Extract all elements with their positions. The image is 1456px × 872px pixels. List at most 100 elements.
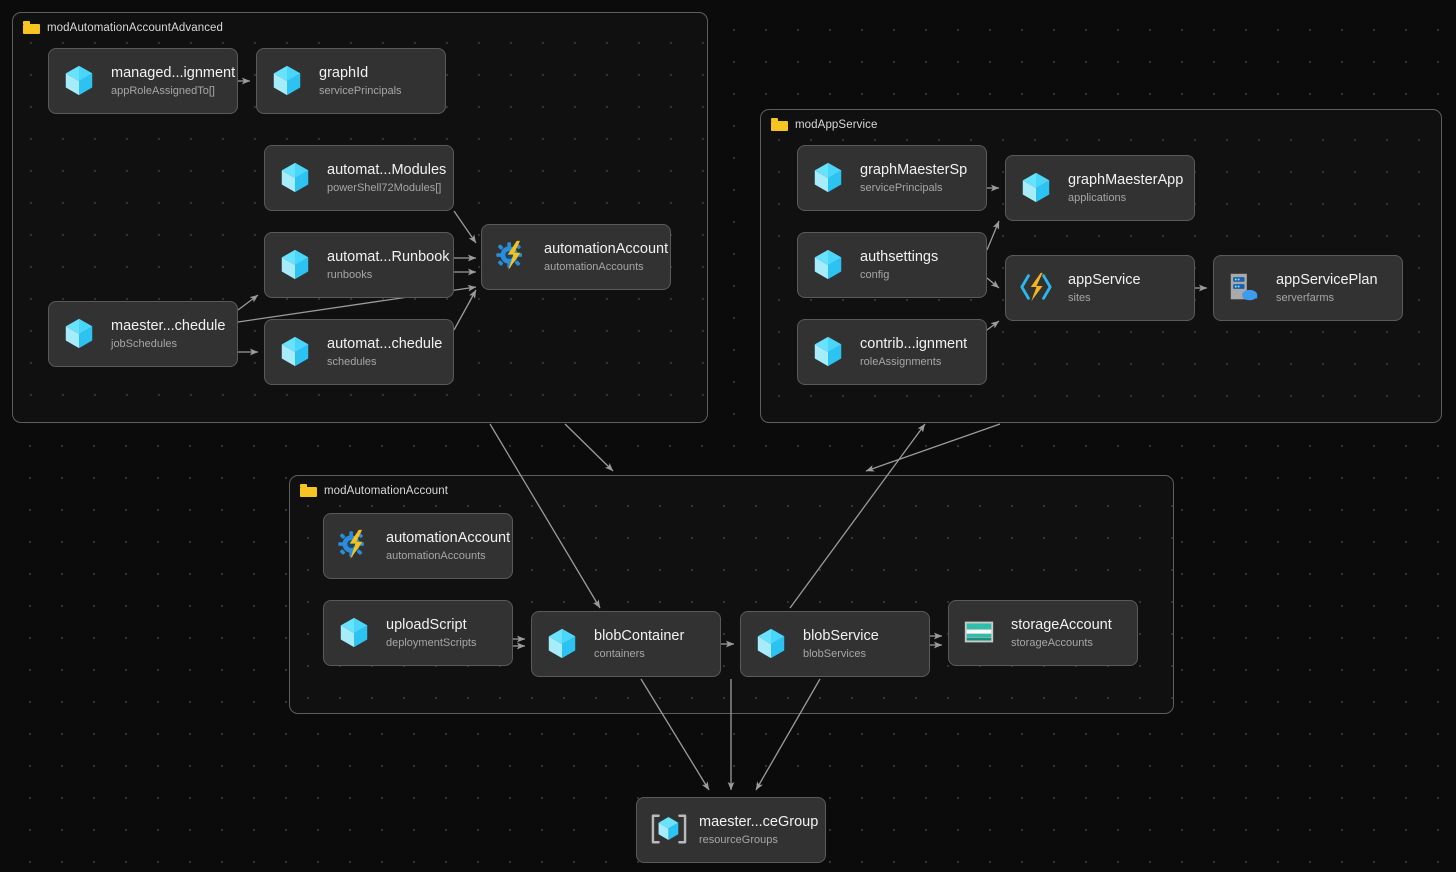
automation-account-icon bbox=[338, 529, 365, 560]
edge-modAppService-to-modAutomationAccount bbox=[865, 423, 1001, 472]
cube-icon bbox=[281, 336, 309, 367]
cube-icon bbox=[278, 247, 314, 283]
node-managedIdentityRoleAssignment[interactable]: managed...ignment appRoleAssignedTo[] bbox=[48, 48, 238, 114]
cube-icon bbox=[1022, 172, 1050, 203]
cube-icon bbox=[340, 617, 368, 648]
node-appServicePlan[interactable]: appServicePlan serverfarms bbox=[1213, 255, 1403, 321]
node-title: maester...chedule bbox=[111, 317, 226, 334]
node-title: maester...ceGroup bbox=[699, 813, 819, 830]
node-automationAccountAdv[interactable]: automationAccount automationAccounts bbox=[481, 224, 671, 290]
cube-icon bbox=[62, 63, 98, 99]
node-subtitle: applications bbox=[1068, 191, 1127, 204]
node-title: storageAccount bbox=[1011, 616, 1112, 633]
node-automationRunbook[interactable]: automat...Runbook runbooks bbox=[264, 232, 454, 298]
node-graphMaesterSp[interactable]: graphMaesterSp servicePrincipals bbox=[797, 145, 987, 211]
app-service-icon bbox=[1019, 270, 1055, 306]
node-subtitle: automationAccounts bbox=[544, 260, 644, 273]
node-title: blobContainer bbox=[594, 627, 685, 644]
app-service-plan-icon bbox=[1227, 270, 1263, 306]
cube-icon bbox=[754, 626, 790, 662]
node-title: graphMaesterSp bbox=[860, 161, 968, 178]
node-blobService[interactable]: blobService blobServices bbox=[740, 611, 930, 677]
node-title: blobService bbox=[803, 627, 879, 644]
automation-account-icon bbox=[495, 239, 531, 275]
cube-icon bbox=[273, 65, 301, 96]
cube-icon bbox=[337, 615, 373, 651]
node-subtitle: appRoleAssignedTo[] bbox=[111, 84, 215, 97]
node-title: contrib...ignment bbox=[860, 335, 968, 352]
group-modAutomationAccount[interactable]: modAutomationAccount bbox=[289, 475, 1174, 714]
cube-icon bbox=[814, 162, 842, 193]
node-contributorRoleAssignment[interactable]: contrib...ignment roleAssignments bbox=[797, 319, 987, 385]
node-title: managed...ignment bbox=[111, 64, 236, 81]
node-title: appServicePlan bbox=[1276, 271, 1378, 288]
automation-account-icon bbox=[337, 528, 373, 564]
node-subtitle: servicePrincipals bbox=[860, 181, 943, 194]
node-subtitle: serverfarms bbox=[1276, 291, 1335, 304]
node-maesterJobSchedule[interactable]: maester...chedule jobSchedules bbox=[48, 301, 238, 367]
cube-icon bbox=[278, 334, 314, 370]
node-subtitle: blobServices bbox=[803, 647, 866, 660]
cube-icon bbox=[278, 160, 314, 196]
node-title: graphId bbox=[319, 64, 369, 81]
node-automationSchedule[interactable]: automat...chedule schedules bbox=[264, 319, 454, 385]
node-subtitle: sites bbox=[1068, 291, 1091, 304]
cube-icon bbox=[545, 626, 581, 662]
group-label: modAppService bbox=[771, 118, 877, 131]
cube-icon bbox=[811, 247, 847, 283]
node-storageAccount[interactable]: storageAccount storageAccounts bbox=[948, 600, 1138, 666]
node-subtitle: resourceGroups bbox=[699, 833, 778, 846]
cube-icon bbox=[814, 336, 842, 367]
folder-icon bbox=[771, 118, 788, 131]
storage-account-icon bbox=[964, 621, 994, 643]
node-subtitle: schedules bbox=[327, 355, 377, 368]
node-title: automationAccount bbox=[544, 240, 669, 257]
node-appService[interactable]: appService sites bbox=[1005, 255, 1195, 321]
node-graphId[interactable]: graphId servicePrincipals bbox=[256, 48, 446, 114]
node-subtitle: storageAccounts bbox=[1011, 636, 1093, 649]
node-subtitle: servicePrincipals bbox=[319, 84, 402, 97]
folder-icon bbox=[23, 21, 40, 34]
app-service-plan-icon bbox=[1230, 273, 1258, 301]
node-subtitle: config bbox=[860, 268, 890, 281]
cube-icon bbox=[548, 628, 576, 659]
automation-account-icon bbox=[496, 240, 523, 271]
node-subtitle: deploymentScripts bbox=[386, 636, 477, 649]
node-title: automationAccount bbox=[386, 529, 511, 546]
node-graphMaesterApp[interactable]: graphMaesterApp applications bbox=[1005, 155, 1195, 221]
cube-icon bbox=[281, 249, 309, 280]
edge-modAutomationAccountAdvanced-to-modAutomationAccount bbox=[564, 423, 614, 472]
app-service-icon bbox=[1020, 272, 1052, 302]
node-subtitle: jobSchedules bbox=[111, 337, 178, 350]
node-title: appService bbox=[1068, 271, 1141, 288]
node-subtitle: runbooks bbox=[327, 268, 373, 281]
cube-icon bbox=[814, 249, 842, 280]
resource-group-icon bbox=[651, 814, 687, 844]
cube-icon bbox=[281, 162, 309, 193]
node-title: automat...Modules bbox=[327, 161, 447, 178]
node-title: automat...chedule bbox=[327, 335, 443, 352]
node-maesterResourceGroup[interactable]: maester...ceGroup resourceGroups bbox=[636, 797, 826, 863]
cube-icon bbox=[65, 65, 93, 96]
cube-icon bbox=[811, 334, 847, 370]
cube-icon bbox=[270, 63, 306, 99]
cube-icon bbox=[811, 160, 847, 196]
storage-account-icon bbox=[962, 615, 998, 651]
cube-icon bbox=[757, 628, 785, 659]
node-subtitle: roleAssignments bbox=[860, 355, 942, 368]
group-label: modAutomationAccountAdvanced bbox=[23, 21, 223, 34]
node-title: graphMaesterApp bbox=[1068, 171, 1184, 188]
cube-icon bbox=[62, 316, 98, 352]
folder-icon bbox=[300, 484, 317, 497]
cube-icon bbox=[65, 318, 93, 349]
group-label-text: modAutomationAccountAdvanced bbox=[47, 21, 224, 34]
node-title: automat...Runbook bbox=[327, 248, 450, 265]
cube-icon bbox=[1019, 170, 1055, 206]
group-label-text: modAppService bbox=[795, 118, 878, 131]
